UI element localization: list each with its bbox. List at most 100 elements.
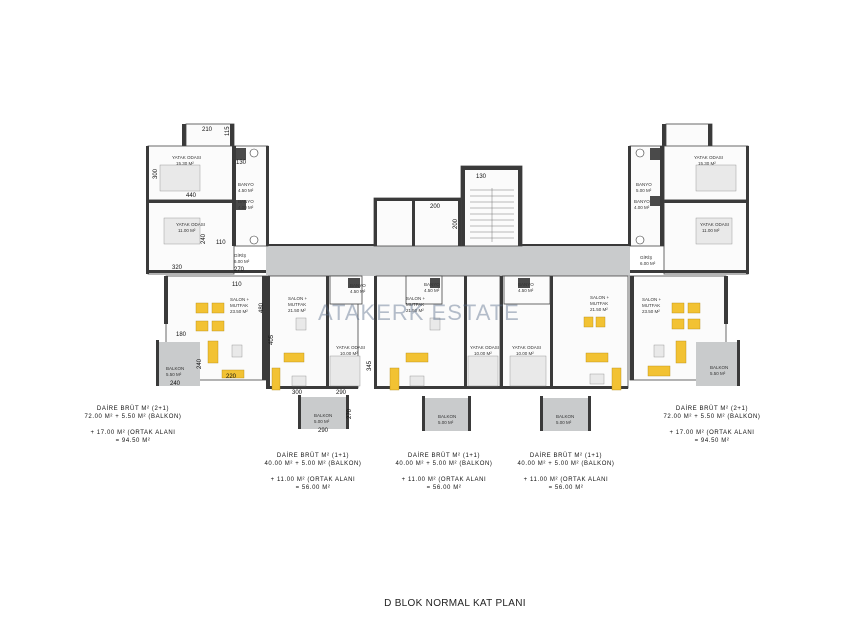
room-name-2: MUTFAK	[230, 303, 248, 308]
elevator-shaft: 200 200	[373, 197, 462, 247]
dim-label: 270	[234, 267, 245, 273]
room-area: 11.00 M²	[178, 228, 196, 233]
room-name: SALON +	[406, 296, 426, 301]
room-area: 21.50 M²	[406, 308, 424, 313]
unit-common: + 17.00 M² (ORTAK ALANI	[669, 430, 754, 436]
room-name: SALON +	[288, 296, 308, 301]
plan-title: D BLOK NORMAL KAT PLANI	[384, 598, 526, 609]
unit-common: + 11.00 M² (ORTAK ALANI	[271, 477, 356, 483]
room-name: SALON +	[230, 297, 250, 302]
room-area: 4.50 M²	[238, 188, 254, 193]
room-area: 6.00 M²	[640, 261, 656, 266]
summary-mid-a: DAİRE BRÜT M² (1+1) 40.00 M² + 5.00 M² (…	[264, 452, 361, 491]
room-name-2: MUTFAK	[288, 302, 306, 307]
room-name: SALON +	[642, 297, 662, 302]
room-area: 5.50 M²	[710, 371, 726, 376]
unit-common: + 17.00 M² (ORTAK ALANI	[90, 430, 175, 436]
room-name: BANYO	[518, 282, 534, 287]
dim-label: 290	[336, 390, 347, 396]
unit-title: DAİRE BRÜT M² (1+1)	[277, 452, 349, 459]
dim-label: 480	[259, 302, 265, 313]
room-name: BALKON	[710, 365, 728, 370]
dim-label: 440	[186, 193, 197, 199]
room-name: YATAK ODASI	[176, 222, 205, 227]
summary-right: DAİRE BRÜT M² (2+1) 72.00 M² + 5.50 M² (…	[663, 405, 760, 444]
unit-area: 40.00 M² + 5.00 M² (BALKON)	[264, 461, 361, 467]
room-name: BALKON	[166, 366, 184, 371]
dim-label: 270	[347, 408, 353, 419]
room-area: 4.00 M²	[238, 205, 254, 210]
summary-left: DAİRE BRÜT M² (2+1) 72.00 M² + 5.50 M² (…	[84, 405, 180, 444]
room-name: GİRİŞ	[234, 252, 246, 258]
dim-label: 200	[430, 204, 441, 210]
unit-mid-a: 405 300 290 345 270 290 SALON + MUTFAK 2…	[266, 275, 373, 434]
room-area: 5.00 M²	[314, 419, 330, 424]
room-area: 10.00 M²	[340, 351, 358, 356]
dim-label: 240	[201, 233, 207, 244]
unit-title: DAİRE BRÜT M² (2+1)	[97, 405, 169, 412]
room-area: 4.50 M²	[518, 288, 534, 293]
unit-area: 40.00 M² + 5.00 M² (BALKON)	[517, 461, 614, 467]
room-name: SALON +	[590, 295, 610, 300]
room-area: 21.50 M²	[590, 307, 608, 312]
room-name: BANYO	[636, 182, 652, 187]
dim-label: 180	[176, 332, 187, 338]
room-name: YATAK ODASI	[172, 155, 201, 160]
room-name-2: MUTFAK	[406, 302, 424, 307]
dim-label: 300	[153, 168, 159, 179]
stair-core: 130	[460, 165, 523, 247]
room-name: YATAK ODASI	[700, 222, 729, 227]
room-area: 21.50 M²	[288, 308, 306, 313]
room-area: 23.50 M²	[230, 309, 248, 314]
unit-area: 72.00 M² + 5.50 M² (BALKON)	[663, 414, 760, 420]
room-area: 5.50 M²	[166, 372, 182, 377]
room-area: 4.00 M²	[634, 205, 650, 210]
unit-common: + 11.00 M² (ORTAK ALANI	[402, 477, 487, 483]
dim-label: 130	[476, 174, 487, 180]
dim-label: 300	[292, 390, 303, 396]
room-area: 4.50 M²	[424, 288, 440, 293]
room-name: YATAK ODASI	[694, 155, 723, 160]
dim-label: 110	[232, 282, 242, 288]
unit-title: DAİRE BRÜT M² (2+1)	[676, 405, 748, 412]
watermark: ATAKERK ESTATE	[318, 300, 520, 325]
room-name: BANYO	[238, 199, 254, 204]
summary-mid-b: DAİRE BRÜT M² (1+1) 40.00 M² + 5.00 M² (…	[395, 452, 492, 491]
summary-mid-c: DAİRE BRÜT M² (1+1) 40.00 M² + 5.00 M² (…	[517, 452, 614, 491]
room-name: BANYO	[238, 182, 254, 187]
unit-mid-b: SALON + MUTFAK 21.50 M² BANYO 4.50 M² YA…	[374, 275, 501, 431]
room-area: 5.00 M²	[636, 188, 652, 193]
room-name: YATAK ODASI	[470, 345, 499, 350]
room-name: BALKON	[438, 414, 456, 419]
unit-total: = 94.50 M²	[695, 438, 730, 444]
unit-common: + 11.00 M² (ORTAK ALANI	[524, 477, 609, 483]
dim-label: 320	[172, 265, 183, 271]
unit-left-2plus1: 210 130 115 300 440 110 240 320 270 110 …	[146, 123, 269, 387]
central-corridor	[266, 246, 630, 276]
room-area: 15.30 M²	[176, 161, 194, 166]
room-area: 10.00 M²	[516, 351, 534, 356]
room-area: 10.00 M²	[474, 351, 492, 356]
unit-mid-c: SALON + MUTFAK 21.50 M² BANYO 4.50 M² YA…	[500, 275, 629, 431]
dim-label: 345	[367, 360, 373, 371]
dim-label: 210	[202, 127, 213, 133]
dim-label: 115	[225, 126, 231, 136]
room-area: 23.50 M²	[642, 309, 660, 314]
unit-area: 40.00 M² + 5.00 M² (BALKON)	[395, 461, 492, 467]
dim-label: 240	[197, 358, 203, 369]
room-area: 4.50 M²	[350, 289, 366, 294]
room-name: GİRİŞ	[640, 254, 652, 260]
room-name: BANYO	[350, 283, 366, 288]
room-name-2: MUTFAK	[590, 301, 608, 306]
room-area: 15.30 M²	[698, 161, 716, 166]
unit-total: = 94.50 M²	[116, 438, 151, 444]
dim-label: 110	[216, 240, 226, 246]
unit-title: DAİRE BRÜT M² (1+1)	[530, 452, 602, 459]
dim-label: 405	[269, 334, 275, 345]
dim-label: 220	[226, 374, 237, 380]
dim-label: 290	[318, 428, 329, 434]
unit-right-2plus1: YATAK ODASI 15.30 M² YATAK ODASI 11.00 M…	[628, 123, 749, 386]
room-name: BANYO	[424, 282, 440, 287]
unit-total: = 56.00 M²	[296, 485, 331, 491]
